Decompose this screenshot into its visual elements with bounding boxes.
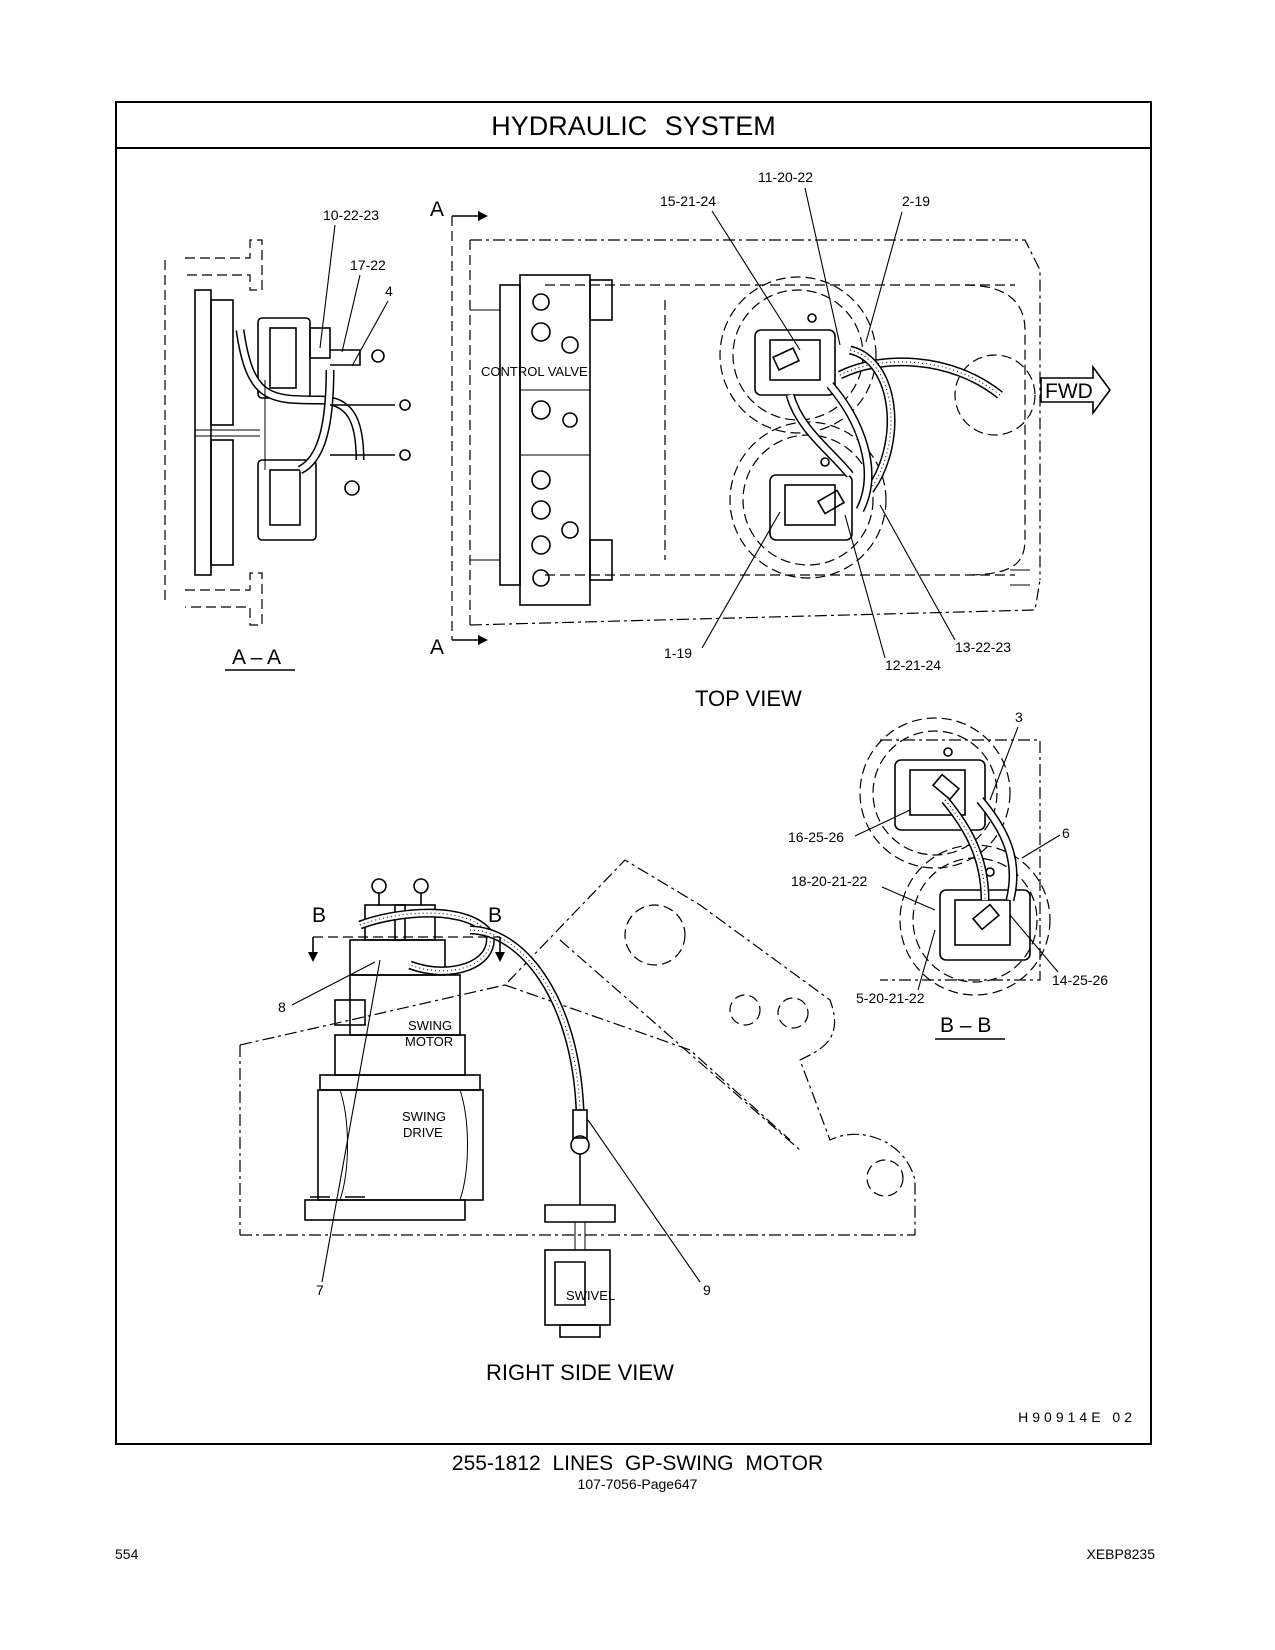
top-view-label: TOP VIEW <box>695 686 802 711</box>
section-mark-b-right: B <box>488 904 502 927</box>
drawing-code: H90914E 02 <box>1018 1409 1136 1425</box>
top-view <box>469 239 1041 626</box>
callout-13-22-23: 13-22-23 <box>955 639 1011 655</box>
right-side-view-label: RIGHT SIDE VIEW <box>486 1360 674 1385</box>
drawing-frame: HYDRAULIC SYSTEM H90914E 02 <box>115 101 1152 1445</box>
callout-2-19: 2-19 <box>902 193 930 209</box>
section-bb-label: B – B <box>940 1014 991 1037</box>
figure-caption: 255-1812 LINES GP-SWING MOTOR 107-7056-P… <box>0 1452 1275 1492</box>
callout-5-20-21-22: 5-20-21-22 <box>856 990 925 1006</box>
section-bb-view <box>859 717 1051 996</box>
swivel-label: SWIVEL <box>566 1288 615 1303</box>
section-aa-view <box>164 239 411 626</box>
callout-12-21-24: 12-21-24 <box>885 657 941 673</box>
right-side-view <box>239 859 916 1338</box>
caption-subtitle: 107-7056-Page647 <box>577 1476 698 1492</box>
page-title: HYDRAULIC SYSTEM <box>491 111 776 141</box>
callout-4: 4 <box>385 283 393 299</box>
callout-9: 9 <box>703 1282 711 1298</box>
caption-title: 255-1812 LINES GP-SWING MOTOR <box>451 1452 824 1475</box>
callout-10-22-23: 10-22-23 <box>323 207 379 223</box>
section-mark-a-bottom: A <box>430 636 444 659</box>
callout-14-25-26: 14-25-26 <box>1052 972 1108 988</box>
callout-18-20-21-22: 18-20-21-22 <box>791 873 867 889</box>
header-bar: HYDRAULIC SYSTEM <box>117 103 1150 149</box>
control-valve-label: CONTROL VALVE <box>481 364 588 379</box>
document-code: XEBP8235 <box>1086 1546 1156 1562</box>
callout-16-25-26: 16-25-26 <box>788 829 844 845</box>
swing-motor-label-2: MOTOR <box>405 1034 453 1049</box>
callout-7: 7 <box>316 1282 324 1298</box>
fwd-label: FWD <box>1045 380 1093 403</box>
callout-8: 8 <box>278 999 286 1015</box>
callout-15-21-24: 15-21-24 <box>660 193 716 209</box>
callout-6: 6 <box>1062 825 1070 841</box>
swing-motor-label-1: SWING <box>408 1018 452 1033</box>
callout-11-20-22: 11-20-22 <box>758 169 813 185</box>
callout-17-22: 17-22 <box>350 257 386 273</box>
swing-drive-label-1: SWING <box>402 1109 446 1124</box>
forward-arrow: FWD <box>1040 364 1111 416</box>
section-mark-b-left: B <box>312 904 326 927</box>
section-mark-a-top: A <box>430 198 444 221</box>
swing-drive-label-2: DRIVE <box>403 1125 443 1140</box>
callout-1-19: 1-19 <box>664 645 692 661</box>
callout-3: 3 <box>1015 709 1023 725</box>
section-aa-label: A – A <box>232 646 281 669</box>
page-number: 554 <box>115 1546 139 1562</box>
